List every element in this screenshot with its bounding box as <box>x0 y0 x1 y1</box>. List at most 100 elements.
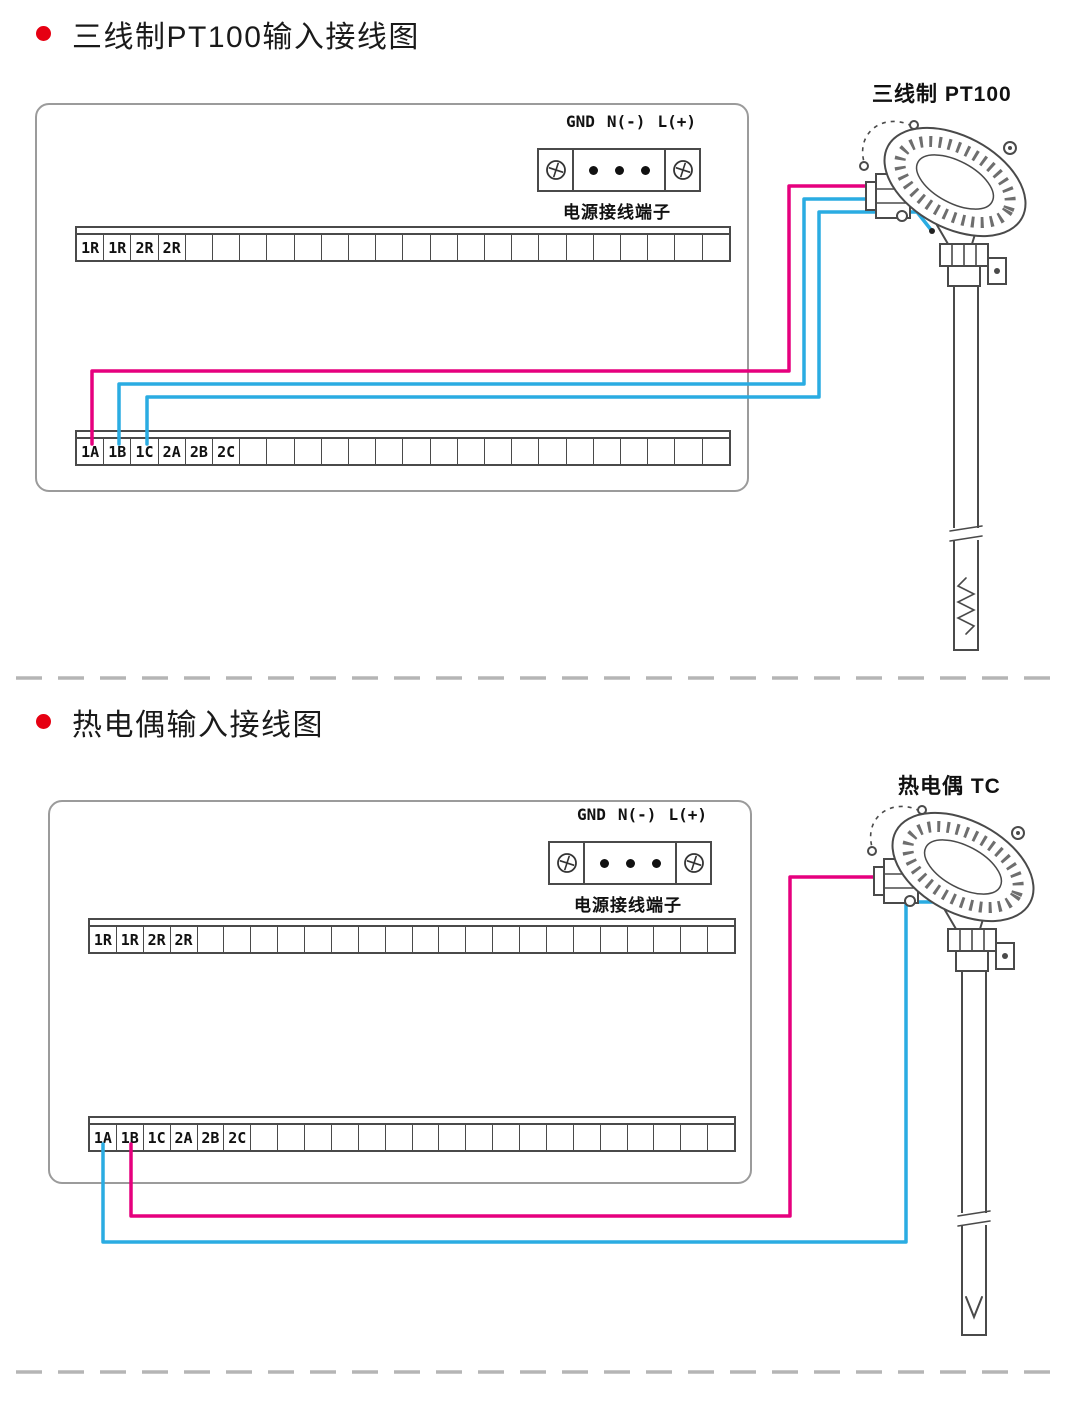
power-terminal-labels: GND N(-) L(+) <box>577 805 707 824</box>
terminal-cell <box>278 1125 305 1150</box>
power-terminal-block <box>537 148 701 192</box>
terminal-cell <box>520 927 547 952</box>
terminal-cell <box>213 235 241 260</box>
section-bullet-icon <box>36 26 51 41</box>
terminal-cell <box>512 439 540 464</box>
terminal-cell <box>539 235 567 260</box>
terminal-cell <box>403 439 431 464</box>
terminal-cell <box>458 235 486 260</box>
gnd-terminal-dot <box>588 165 598 175</box>
section-title-tc: 热电偶输入接线图 <box>72 709 324 742</box>
terminal-cell <box>628 927 655 952</box>
terminal-cell: 1B <box>117 1125 144 1150</box>
terminal-cell <box>322 439 350 464</box>
neutral-label: N(-) <box>617 805 657 824</box>
screw-icon <box>539 150 574 190</box>
terminal-cell <box>332 1125 359 1150</box>
gnd-label: GND <box>577 805 606 824</box>
terminal-cell: 2A <box>171 1125 198 1150</box>
terminal-cell <box>349 439 377 464</box>
terminal-cell <box>295 235 322 260</box>
terminal-cell <box>708 927 734 952</box>
terminal-cell: 2R <box>159 235 186 260</box>
terminal-cell <box>251 1125 279 1150</box>
terminal-cell <box>485 235 513 260</box>
terminal-cell: 1C <box>131 439 159 464</box>
strip-rail <box>90 1118 734 1125</box>
power-terminal-labels: GND N(-) L(+) <box>566 112 696 131</box>
terminal-cell <box>703 235 729 260</box>
terminal-cell <box>332 927 359 952</box>
terminal-cell <box>547 1125 574 1150</box>
terminal-cell <box>267 235 295 260</box>
terminal-cell <box>466 1125 494 1150</box>
terminal-cell <box>198 927 225 952</box>
terminal-cell <box>621 439 649 464</box>
tc-sensor-illustration <box>868 791 1052 1335</box>
terminal-cell <box>654 1125 682 1150</box>
terminal-cell <box>403 235 431 260</box>
terminal-cell <box>520 1125 547 1150</box>
terminal-cell <box>431 235 458 260</box>
terminal-cell: 1A <box>90 1125 117 1150</box>
terminal-cell <box>295 439 322 464</box>
neutral-terminal-dot <box>614 165 624 175</box>
section-title-pt100: 三线制PT100输入接线图 <box>72 21 420 54</box>
power-terminal-block <box>548 841 712 885</box>
terminal-cell: 2R <box>171 927 198 952</box>
neutral-terminal-dot <box>625 858 635 868</box>
terminal-cell <box>322 235 350 260</box>
terminal-cell: 2A <box>159 439 186 464</box>
power-terminal-dots <box>574 150 664 190</box>
terminal-cell <box>386 927 413 952</box>
terminal-cell <box>681 1125 709 1150</box>
line-label: L(+) <box>657 112 696 131</box>
sensor-label-pt100: 三线制 PT100 <box>872 83 1012 106</box>
terminal-cell <box>567 439 594 464</box>
strip-rail <box>77 228 729 235</box>
screw-icon <box>675 843 710 883</box>
terminal-cell <box>305 1125 332 1150</box>
line-terminal-dot <box>640 165 650 175</box>
terminal-cell <box>413 927 440 952</box>
wire-terminal-dot <box>937 216 943 222</box>
terminal-cell <box>675 235 703 260</box>
terminal-cell: 2C <box>224 1125 252 1150</box>
terminal-cell <box>512 235 540 260</box>
terminal-cell <box>305 927 332 952</box>
terminal-cell <box>466 927 494 952</box>
terminal-cell <box>648 235 676 260</box>
terminal-cell <box>267 439 295 464</box>
terminal-cell: 1R <box>77 235 105 260</box>
gnd-label: GND <box>566 112 595 131</box>
terminal-cell <box>594 235 622 260</box>
terminal-cell <box>359 927 386 952</box>
terminal-cell <box>386 1125 413 1150</box>
rtd-element-icon <box>956 577 976 635</box>
terminal-cell: 2B <box>186 439 214 464</box>
terminal-cell <box>574 927 601 952</box>
sensor-label-tc: 热电偶 TC <box>898 775 1001 798</box>
terminal-cell: 1R <box>90 927 117 952</box>
terminal-cell: 2C <box>213 439 241 464</box>
terminal-cell <box>539 439 567 464</box>
strip-rail <box>77 432 729 439</box>
terminal-cell <box>240 235 268 260</box>
terminal-cell <box>574 1125 601 1150</box>
pt100-sensor-illustration <box>860 106 1044 650</box>
terminal-cell <box>493 1125 520 1150</box>
tc-junction-icon <box>965 1296 983 1320</box>
terminal-cell <box>376 439 404 464</box>
terminal-cell <box>376 235 404 260</box>
power-terminal-dots <box>585 843 675 883</box>
terminal-cell <box>621 235 649 260</box>
terminal-cell: 2R <box>131 235 159 260</box>
neutral-label: N(-) <box>606 112 646 131</box>
